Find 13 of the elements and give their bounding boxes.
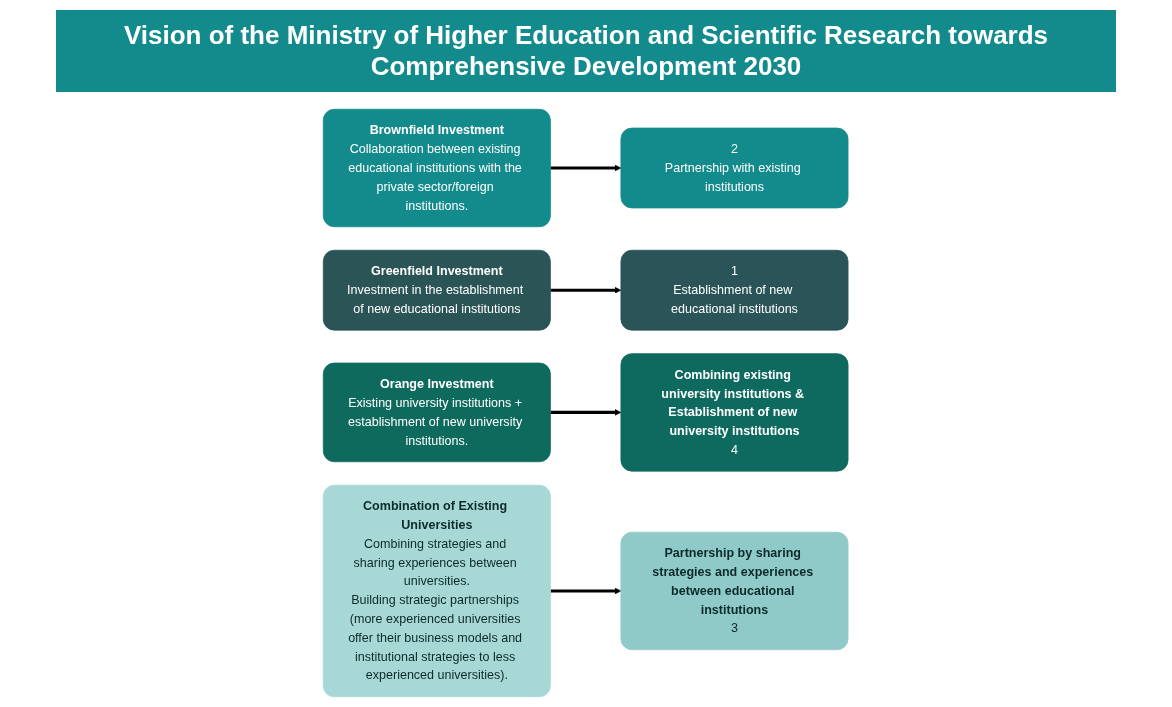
- node-box: Combining existing university institutions & Establishment of new university institutions 4: [620, 353, 849, 472]
- arrow: [550, 286, 622, 294]
- node-box: Orange Investment Existing university institutions + establishment of new university institutions.: [323, 362, 552, 463]
- title: Vision of the Ministry of Higher Education and Scientific Research towards Comprehensive Development 2030: [56, 10, 1116, 92]
- node-box: 2 Partnership with existing institutions: [620, 127, 849, 209]
- node-box: 1 Establishment of new educational institutions: [620, 249, 849, 331]
- arrow: [550, 164, 622, 172]
- node-box: Greenfield Investment Investment in the establishment of new educational institutions: [323, 249, 552, 331]
- node-box: Partnership by sharing strategies and experiences between educational institutions 3: [620, 531, 849, 651]
- arrow: [550, 587, 622, 595]
- node-box: Brownfield Investment Collaboration between existing educational institutions with the private sector/foreign institutions.: [323, 108, 552, 228]
- node-box: Combination of Existing Universities Combining strategies and sharing experiences between universities. Building strategic partnerships (more experienced universities offer their business models and institutional strategies to less experienced universities).: [323, 484, 552, 698]
- arrow: [550, 408, 622, 416]
